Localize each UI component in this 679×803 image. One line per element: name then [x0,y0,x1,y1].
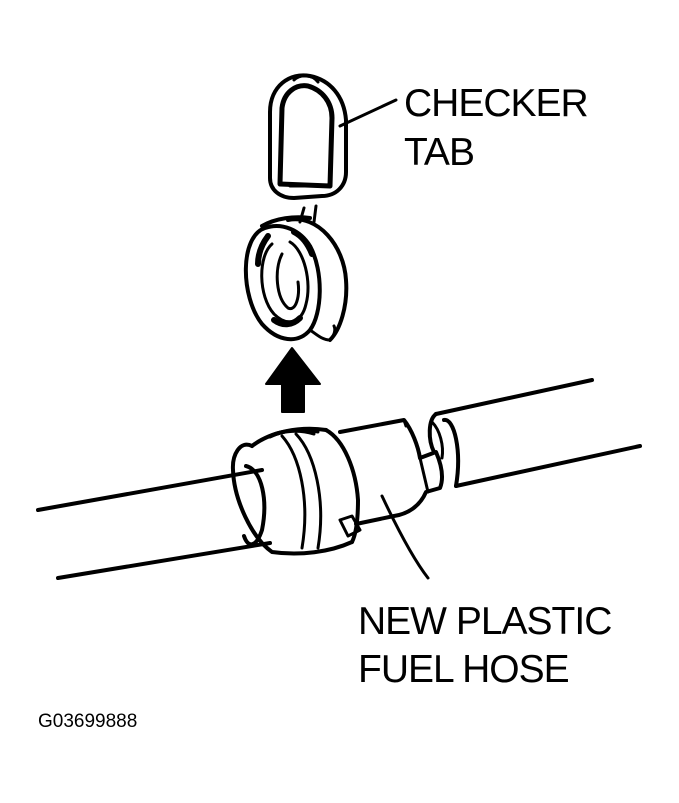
plastic-fuel-hose [427,378,642,488]
checker-tab-label-line-2: TAB [404,131,474,174]
left-pipe [36,468,272,580]
checker-tab-label: CHECKER TAB [404,82,598,174]
fuel-hose-leader-line [380,494,430,580]
up-arrow-icon [265,347,321,413]
fuel-hose-label-line-1: NEW PLASTIC [358,600,611,643]
checker-tab-leader-line [338,98,398,128]
figure-code: G03699888 [38,711,137,732]
fuel-hose-label-line-2: FUEL HOSE [358,648,569,691]
quick-connector [230,426,362,556]
pipe-fitting [338,418,445,526]
checker-tab-label-line-1: CHECKER [404,82,588,125]
checker-tab [268,73,348,200]
fuel-pipe-assembly [36,378,642,580]
fuel-hose-label: NEW PLASTIC FUEL HOSE [358,600,621,691]
checker-ring [243,204,349,342]
